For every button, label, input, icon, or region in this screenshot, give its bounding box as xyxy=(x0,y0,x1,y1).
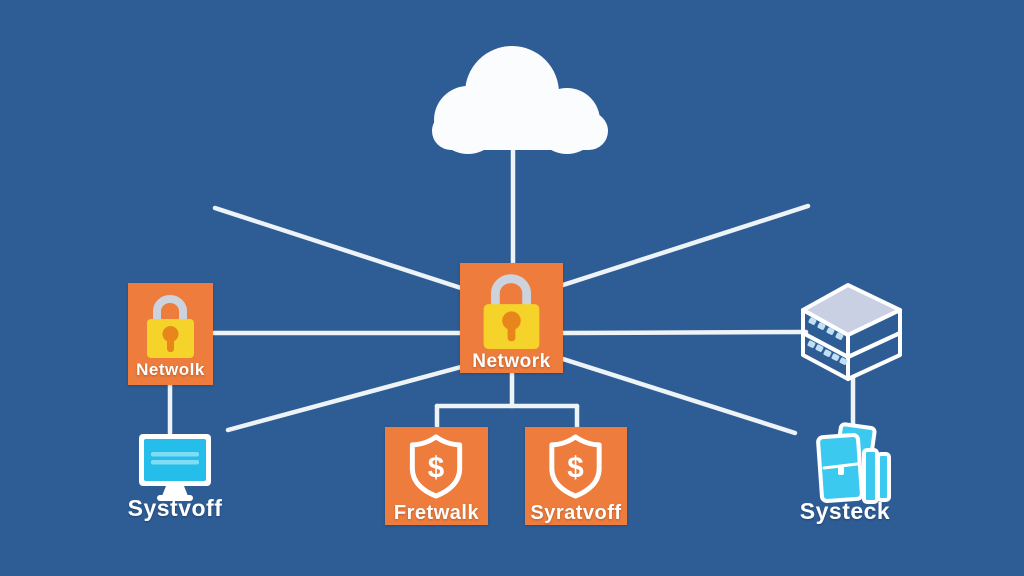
line-center-to-lowerleft xyxy=(225,364,464,433)
workstation-label: Systvoff xyxy=(127,495,223,521)
line-center-to-upperright xyxy=(560,203,811,288)
node-firewall-left: $ Fretwalk xyxy=(385,427,488,525)
node-label: Netwolk xyxy=(136,360,205,379)
node-firewall-right: $ Syratvoff xyxy=(525,427,627,525)
node-network-left: Netwolk xyxy=(128,283,213,385)
dollar-glyph: $ xyxy=(567,451,584,484)
padlock-icon xyxy=(147,295,194,358)
monitor-icon xyxy=(139,434,211,501)
books-icon xyxy=(816,422,891,504)
line-center-to-lowerright xyxy=(560,356,798,436)
line-upperleft-to-center xyxy=(212,205,464,291)
padlock-icon xyxy=(483,274,540,350)
shield-dollar-icon: $ xyxy=(409,434,463,499)
storage-label: Systeck xyxy=(799,498,891,524)
line-center-to-server xyxy=(560,329,809,336)
server-icon xyxy=(801,283,902,381)
shield-dollar-icon: $ xyxy=(549,434,602,499)
node-label: Syratvoff xyxy=(530,502,622,524)
node-network-center: Network xyxy=(460,263,563,373)
dollar-glyph: $ xyxy=(428,451,445,484)
node-label: Fretwalk xyxy=(393,502,480,524)
node-label: Network xyxy=(472,351,551,372)
cloud-icon xyxy=(432,46,608,154)
